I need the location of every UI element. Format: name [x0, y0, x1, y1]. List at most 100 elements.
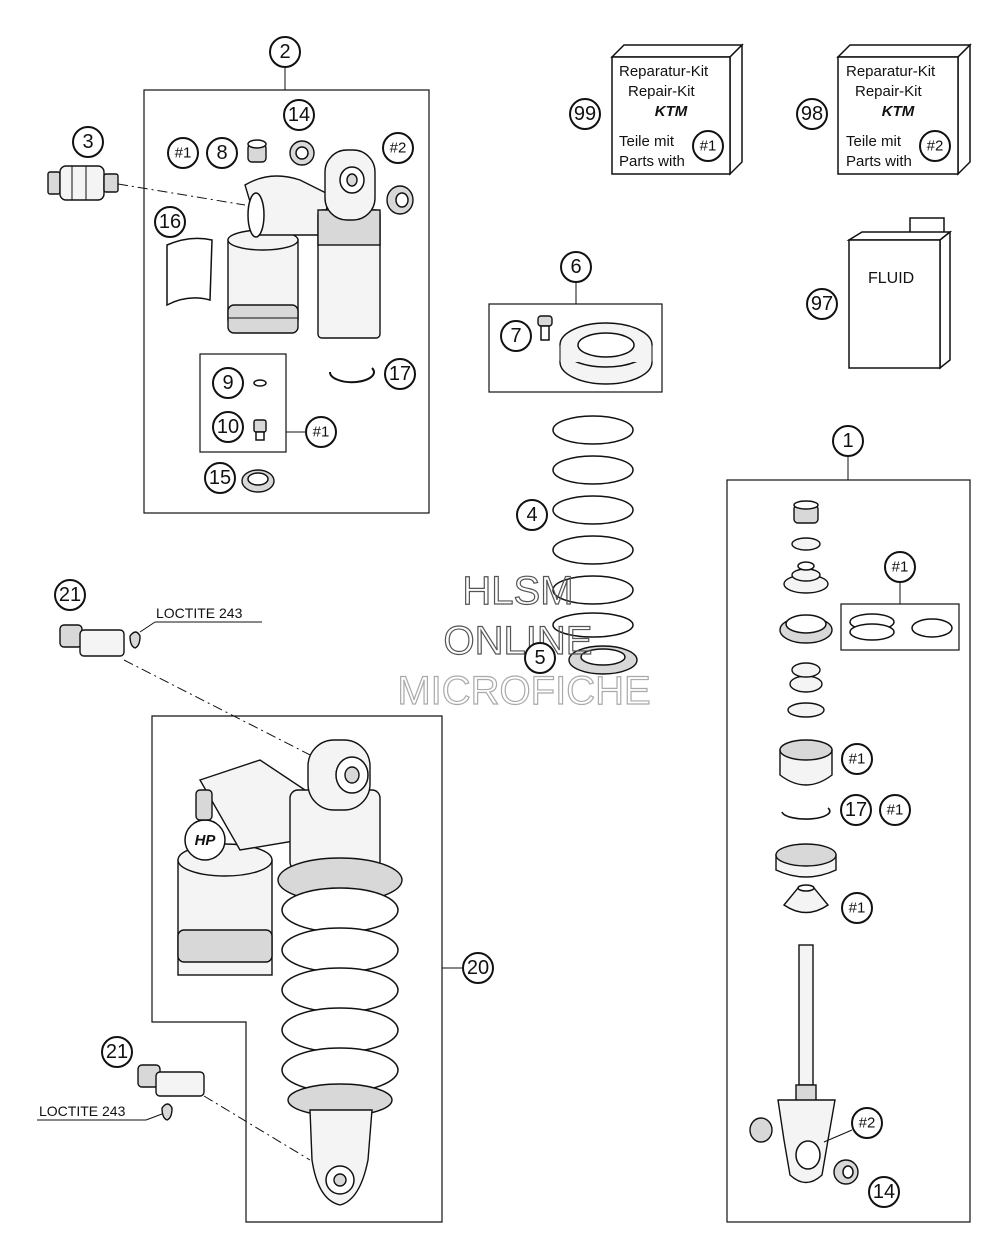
callout-ref2-b: #2 [851, 1107, 883, 1139]
kit-99-line4: Parts with [619, 153, 685, 170]
reservoir-body [227, 175, 331, 334]
shock-logo: HP [195, 832, 217, 849]
part-5-spring-seat [568, 645, 638, 675]
callout-10: 10 [212, 411, 244, 443]
svg-text:97: 97 [811, 293, 833, 315]
svg-text:#1: #1 [700, 138, 717, 155]
callout-kit98-ref: #2 [919, 130, 951, 162]
svg-text:98: 98 [801, 103, 823, 125]
kit-99-logo: KTM [655, 103, 688, 120]
kit-98-logo: KTM [882, 103, 915, 120]
callout-ref1-e: #1 [879, 794, 911, 826]
callout-ref2-a: #2 [382, 132, 414, 164]
svg-text:99: 99 [574, 103, 596, 125]
callout-7: 7 [500, 320, 532, 352]
callout-1: 1 [832, 425, 864, 457]
callout-5: 5 [524, 642, 556, 674]
watermark-line1: HLSM [462, 569, 573, 613]
svg-text:17: 17 [389, 363, 411, 385]
watermark: HLSM ONLINE MICROFICHE [397, 568, 652, 713]
loctite-label-bottom: LOCTITE 243 [39, 1103, 126, 1119]
seal-subgroup-box [840, 582, 960, 651]
svg-text:17: 17 [845, 799, 867, 821]
callout-97: 97 [806, 288, 838, 320]
svg-text:#2: #2 [390, 140, 407, 157]
callout-6: 6 [560, 251, 592, 283]
svg-text:5: 5 [534, 647, 545, 669]
callout-98: 98 [796, 98, 828, 130]
callout-3: 3 [72, 126, 104, 158]
subgroup-9-10-box [199, 353, 305, 453]
group-6-box [488, 283, 663, 393]
callout-15: 15 [204, 462, 236, 494]
group-2-box [143, 68, 430, 514]
svg-text:#1: #1 [887, 802, 904, 819]
part-3-valve [47, 165, 246, 206]
callout-20: 20 [462, 952, 494, 984]
watermark-line2: ONLINE [444, 619, 593, 663]
svg-text:#1: #1 [849, 751, 866, 768]
group-1-box [726, 457, 971, 1223]
kit-99-line2: Repair-Kit [628, 83, 696, 100]
svg-text:#2: #2 [927, 138, 944, 155]
callout-16: 16 [154, 206, 186, 238]
svg-text:15: 15 [209, 467, 231, 489]
kit-98-line1: Reparatur-Kit [846, 63, 936, 80]
svg-text:7: 7 [510, 325, 521, 347]
svg-text:3: 3 [82, 131, 93, 153]
fluid-label: FLUID [868, 270, 914, 287]
loctite-label-top: LOCTITE 243 [156, 605, 243, 621]
svg-text:#2: #2 [859, 1115, 876, 1132]
side-bushing [386, 185, 414, 215]
part-21-bolt-bottom: LOCTITE 243 [37, 1064, 311, 1161]
kit-98-line3: Teile mit [846, 133, 902, 150]
damper-body [317, 149, 381, 339]
svg-text:10: 10 [217, 416, 239, 438]
callout-17-top: 17 [384, 358, 416, 390]
svg-text:14: 14 [873, 1181, 895, 1203]
callout-ref1-a: #1 [167, 137, 199, 169]
callout-21-bottom: 21 [101, 1036, 133, 1068]
spring-adjuster-nut [559, 322, 653, 385]
kit-99-line1: Reparatur-Kit [619, 63, 709, 80]
repair-kit-99: Reparatur-Kit Repair-Kit KTM Teile mit P… [610, 43, 744, 176]
callout-14-bottom: 14 [868, 1176, 900, 1208]
svg-text:6: 6 [570, 256, 581, 278]
callout-4: 4 [516, 499, 548, 531]
svg-text:#1: #1 [849, 900, 866, 917]
watermark-line3: MICROFICHE [397, 669, 650, 713]
svg-text:1: 1 [842, 430, 853, 452]
part-21-bolt-top: LOCTITE 243 [59, 605, 321, 761]
svg-text:#1: #1 [892, 559, 909, 576]
group-20-box [151, 715, 462, 1223]
callout-kit99-ref: #1 [692, 130, 724, 162]
part-14-bushing [289, 140, 315, 166]
part-17-circlip [328, 367, 375, 384]
callout-ref1-d: #1 [841, 743, 873, 775]
repair-kit-98: Reparatur-Kit Repair-Kit KTM Teile mit P… [836, 43, 972, 176]
svg-text:20: 20 [467, 957, 489, 979]
svg-text:21: 21 [106, 1041, 128, 1063]
callout-8: 8 [206, 137, 238, 169]
svg-text:21: 21 [59, 584, 81, 606]
callout-9: 9 [212, 367, 244, 399]
callout-21-top: 21 [54, 579, 86, 611]
svg-text:4: 4 [526, 504, 537, 526]
callout-ref1-b: #1 [305, 416, 337, 448]
svg-text:#1: #1 [313, 424, 330, 441]
callout-2: 2 [269, 36, 301, 68]
part-15-seal [241, 469, 275, 493]
fluid-bottle: FLUID [846, 217, 953, 370]
kit-98-line4: Parts with [846, 153, 912, 170]
callout-99: 99 [569, 98, 601, 130]
part-4-spring [552, 415, 634, 638]
complete-shock-assembly: HP [177, 739, 403, 1206]
callout-17-right: 17 [840, 794, 872, 826]
svg-text:8: 8 [216, 142, 227, 164]
kit-98-line2: Repair-Kit [855, 83, 923, 100]
callout-ref1-f: #1 [841, 892, 873, 924]
svg-text:2: 2 [279, 41, 290, 63]
svg-text:#1: #1 [175, 145, 192, 162]
svg-text:9: 9 [222, 372, 233, 394]
